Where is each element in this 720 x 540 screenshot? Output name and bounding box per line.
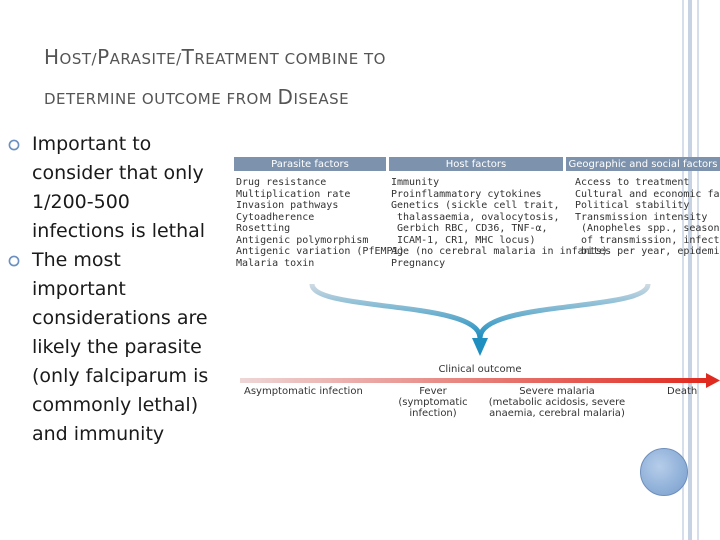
outcome-death: Death bbox=[667, 386, 698, 397]
decorative-circle bbox=[640, 448, 688, 496]
title-line-2: DETERMINE OUTCOME FROM DISEASE bbox=[44, 85, 350, 109]
bullet-circle-icon bbox=[8, 139, 20, 151]
header-geographic-social-factors: Geographic and social factors bbox=[568, 159, 718, 170]
outcome-arrow-head bbox=[706, 373, 720, 388]
bullet-list: Important to consider that only 1/200-50… bbox=[8, 130, 218, 449]
header-bar-host bbox=[389, 157, 563, 171]
outcome-gradient-bar bbox=[240, 378, 706, 383]
clinical-outcome-label: Clinical outcome bbox=[438, 364, 522, 375]
bullet-text: The most important considerations are li… bbox=[32, 249, 209, 445]
merge-arrow-right-branch bbox=[477, 283, 651, 339]
host-factors-list: Immunity Proinflammatory cytokines Genet… bbox=[391, 177, 608, 269]
outcome-severe-malaria: Severe malaria (metabolic acidosis, seve… bbox=[488, 386, 626, 419]
merge-arrow-head bbox=[472, 338, 488, 356]
right-border-line bbox=[682, 0, 684, 540]
outcome-asymptomatic: Asymptomatic infection bbox=[244, 386, 363, 397]
header-parasite-factors: Parasite factors bbox=[271, 159, 349, 170]
right-border-band bbox=[688, 0, 692, 540]
geographic-factors-list: Access to treatment Cultural and economi… bbox=[575, 177, 720, 257]
title-line-1: HOST/PARASITE/TREATMENT COMBINE TO bbox=[44, 45, 386, 69]
parasite-factors-list: Drug resistance Multiplication rate Inva… bbox=[236, 177, 405, 269]
header-bar-geographic bbox=[566, 157, 720, 171]
bullet-item: The most important considerations are li… bbox=[8, 246, 218, 449]
merge-arrow-left-branch bbox=[309, 283, 483, 339]
bullet-item: Important to consider that only 1/200-50… bbox=[8, 130, 218, 246]
outcome-fever: Fever (symptomatic infection) bbox=[398, 386, 468, 419]
bullet-circle-icon bbox=[8, 255, 20, 267]
bullet-text: Important to consider that only 1/200-50… bbox=[32, 133, 206, 242]
header-bar-parasite bbox=[234, 157, 386, 171]
header-host-factors: Host factors bbox=[445, 159, 507, 170]
right-border-line-outer bbox=[697, 0, 699, 540]
slide-title: HOST/PARASITE/TREATMENT COMBINE TO DETER… bbox=[44, 38, 664, 118]
